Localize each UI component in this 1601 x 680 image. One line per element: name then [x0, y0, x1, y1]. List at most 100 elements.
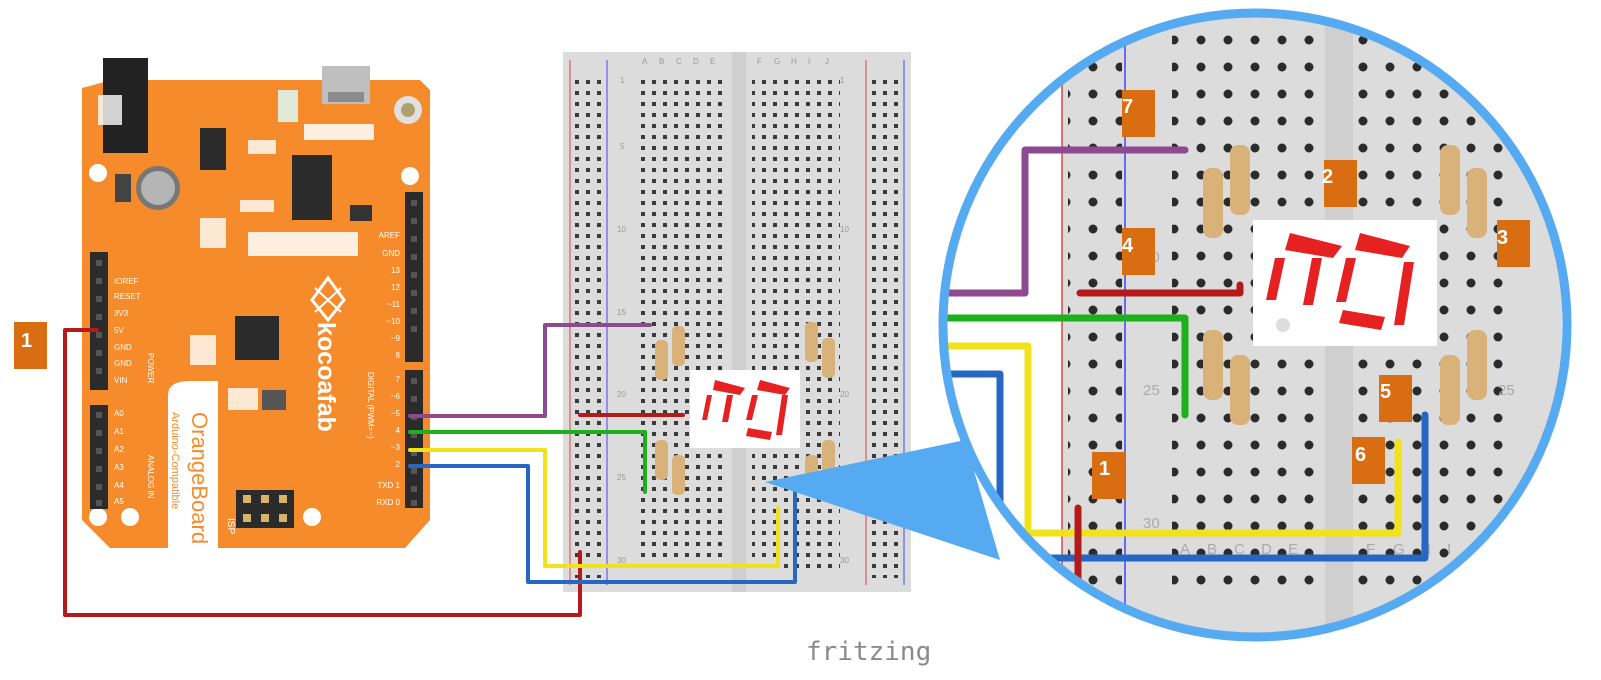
wire-purple: [943, 146, 1189, 297]
row-number: 15: [617, 308, 626, 317]
column-letter: F: [1366, 541, 1375, 558]
column-letter: F: [757, 57, 762, 66]
callout-number: 7: [1122, 96, 1133, 118]
row-number: 1: [620, 76, 625, 85]
power-header: [90, 252, 108, 390]
kocoafab-logo-icon: [310, 275, 346, 323]
seven-segment-display: [1253, 220, 1437, 346]
callout-number: 2: [1322, 166, 1333, 188]
column-letter: C: [1234, 541, 1245, 558]
row-number: 10: [617, 225, 626, 234]
column-letter: G: [1393, 541, 1405, 558]
wire-green: [943, 314, 1189, 419]
pin-label: GND: [114, 359, 132, 368]
pin-label: TXD 1: [377, 481, 400, 490]
column-letter: D: [1261, 541, 1272, 558]
zoom-border: [938, 8, 1572, 642]
column-letter: I: [808, 57, 810, 66]
pin-label: 13: [391, 266, 400, 275]
fritzing-logo: fritzing: [806, 637, 931, 667]
seven-segment-display: [690, 370, 800, 448]
pin-label: A0: [114, 409, 124, 418]
callout-badge: 1: [1092, 452, 1125, 499]
pin-label: RXD 0: [376, 498, 400, 507]
mcu-chip: [235, 316, 279, 360]
row-number: 10: [840, 225, 849, 234]
callout-badge: 5: [1379, 375, 1412, 422]
callout-badge: 3: [1497, 220, 1530, 267]
row-number: 20: [617, 390, 626, 399]
usb-chip: [292, 155, 332, 220]
pin-label: RESET: [114, 292, 141, 301]
callout-badge: 1: [14, 322, 47, 369]
pin-label: ~5: [391, 409, 401, 418]
pin-label: AREF: [379, 231, 400, 240]
pin-label: ~9: [391, 334, 401, 343]
callout-number: 1: [21, 330, 32, 352]
column-letter: A: [642, 57, 648, 66]
row-number: 1: [840, 76, 845, 85]
pin-label: ~6: [391, 392, 401, 401]
pin-label: A1: [114, 427, 124, 436]
row-number: 5: [620, 142, 625, 151]
row-number: 30: [1143, 515, 1160, 532]
pin-label: A4: [114, 481, 124, 490]
pin-label: 4: [396, 426, 401, 435]
pin-label: VIN: [114, 376, 128, 385]
callout-number: 5: [1380, 381, 1391, 403]
analog-label: ANALOG IN: [146, 455, 155, 499]
pin-label: ~3: [391, 443, 401, 452]
column-letter: E: [1288, 541, 1298, 558]
resistor-icon: [1203, 145, 1487, 425]
wire-red-jumper: [1076, 281, 1244, 297]
pin-label: IOREF: [114, 277, 139, 286]
orangeboard: OrangeBoard Arduino-Compatible kocoafab …: [82, 58, 430, 548]
row-number: 30: [840, 556, 849, 565]
wire-red-5v: [63, 328, 582, 617]
callout-badge: 2: [1322, 160, 1357, 207]
board-name: OrangeBoard: [187, 412, 212, 544]
pin-label: 7: [396, 375, 401, 384]
callout-badge: 4: [1122, 228, 1155, 275]
row-number: 30: [617, 556, 626, 565]
wire-purple: [408, 323, 652, 418]
column-letter: J: [825, 57, 829, 66]
column-letter: B: [1207, 541, 1217, 558]
pin-label: GND: [114, 343, 132, 352]
wire-blue: [408, 464, 797, 584]
column-letter: I: [1447, 541, 1451, 558]
callout-number: 3: [1497, 227, 1508, 249]
row-number: 25: [617, 473, 626, 482]
wire-yellow: [408, 448, 780, 568]
pin-label: ~10: [386, 317, 400, 326]
row-number: 25: [1498, 382, 1515, 399]
callout-number: 4: [1122, 235, 1134, 257]
digital-label: DIGITAL (PWM=~): [366, 372, 375, 439]
zoom-pointer: [765, 440, 1000, 560]
wires: [63, 323, 797, 617]
column-letter: A: [1180, 541, 1190, 558]
pin-label: A3: [114, 463, 124, 472]
pin-label: A2: [114, 445, 124, 454]
callout-badge: 6: [1352, 437, 1385, 484]
digital-header-low: [405, 370, 423, 508]
isp-label: ISP: [225, 518, 236, 534]
brand-logo: kocoafab: [312, 322, 340, 432]
pin-label: 5V: [114, 326, 124, 335]
board-subtitle: Arduino-Compatible: [169, 412, 181, 509]
column-letter: B: [659, 57, 664, 66]
pin-label: ~11: [387, 300, 401, 309]
pin-label: 8: [396, 351, 401, 360]
row-number: 25: [1143, 382, 1160, 399]
pin-label: GND: [382, 249, 400, 258]
pin-label: A5: [114, 497, 124, 506]
pin-label: 12: [391, 283, 400, 292]
wire-green: [408, 430, 647, 494]
column-letter: H: [791, 57, 797, 66]
column-letter: D: [693, 57, 699, 66]
pin-label: 2: [396, 460, 401, 469]
column-letter: C: [676, 57, 682, 66]
column-letter: E: [710, 57, 715, 66]
row-number: 20: [840, 390, 849, 399]
